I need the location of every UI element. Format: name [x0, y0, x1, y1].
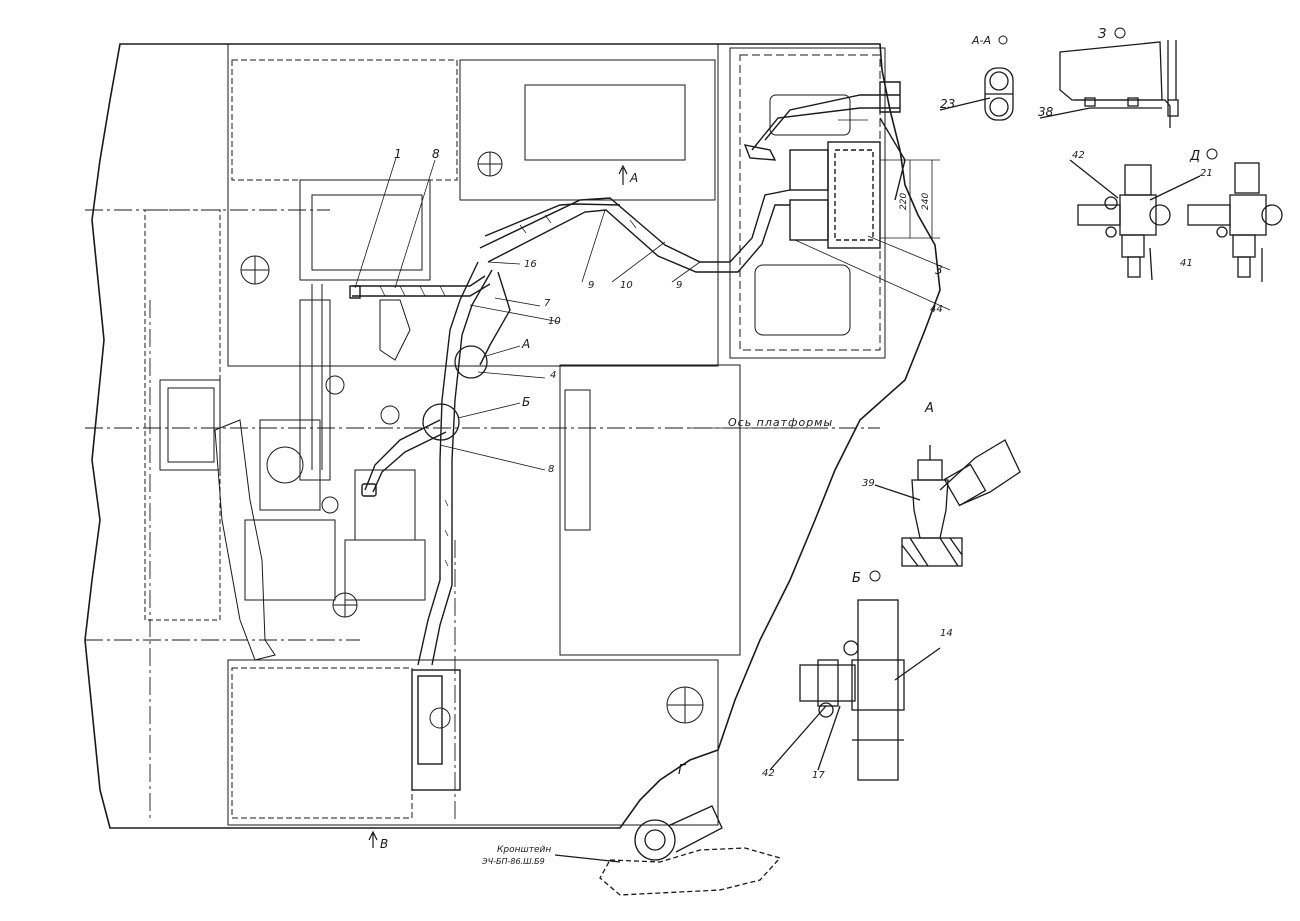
label-9-left: 9 [588, 280, 594, 291]
label-41: 41 [1180, 258, 1193, 269]
detail-A [874, 439, 1021, 567]
frame-structure [144, 43, 886, 826]
callout-labels: 1 8 16 7 10 А 4 Б 8 9 10 9 3 44 А В Ось … [380, 147, 943, 851]
view-G-title: Г [678, 763, 687, 778]
label-10-left: 10 [548, 316, 561, 327]
platform-outline [84, 43, 941, 829]
dimension-lines [838, 119, 940, 239]
leader-lines [354, 157, 951, 471]
view-D-title: Д [1189, 149, 1200, 164]
label-9-right: 9 [676, 280, 682, 291]
label-21: 21 [1200, 168, 1213, 179]
label-42-top: 42 [1072, 150, 1085, 161]
axis-label: Ось платформы [728, 416, 833, 429]
view-D [1069, 159, 1283, 282]
centre-marks [240, 151, 704, 729]
label-1: 1 [394, 147, 402, 161]
detail-B-title: Б [852, 571, 861, 586]
label-B-callout: Б [522, 395, 530, 409]
construction-lines [85, 209, 880, 820]
detail-labels: А-А 23 З 38 Д 42 21 41 А 39 Б 14 42 17 Г… [481, 27, 1218, 866]
section-AA [939, 67, 1014, 121]
label-38: 38 [1038, 105, 1054, 119]
dim-220: 220 [899, 193, 909, 210]
pipe-hatching [379, 214, 637, 567]
bracket-code: ЭЧ-БП-86.Ш.Б9 [481, 857, 545, 866]
detail-A-title: А [924, 401, 934, 416]
label-17: 17 [812, 770, 825, 781]
label-42-bottom: 42 [762, 768, 775, 779]
detail-callouts [422, 345, 488, 441]
label-14: 14 [940, 628, 953, 639]
dim-240: 240 [921, 193, 931, 210]
label-4: 4 [550, 370, 556, 381]
label-A-callout: А [521, 337, 530, 351]
label-16: 16 [524, 259, 537, 270]
view-G [554, 805, 782, 896]
label-39: 39 [862, 478, 875, 489]
label-3: 3 [935, 263, 943, 277]
engine-assembly [159, 179, 431, 661]
view-arrow-A-label: А [629, 171, 638, 185]
label-10-right: 10 [620, 280, 633, 291]
detail-B [769, 599, 941, 781]
view-arrow-V-label: В [380, 837, 388, 851]
bracket-title: Кронштейн [497, 845, 551, 855]
label-23: 23 [940, 97, 955, 111]
label-44: 44 [930, 304, 943, 315]
label-7: 7 [544, 298, 551, 309]
view-arrows [368, 164, 628, 848]
view-Z-title: З [1098, 27, 1106, 42]
view-Z [1039, 40, 1179, 128]
view-AA-title: А-А [971, 34, 991, 47]
label-8-lower: 8 [548, 464, 554, 475]
label-8-top: 8 [432, 147, 440, 161]
